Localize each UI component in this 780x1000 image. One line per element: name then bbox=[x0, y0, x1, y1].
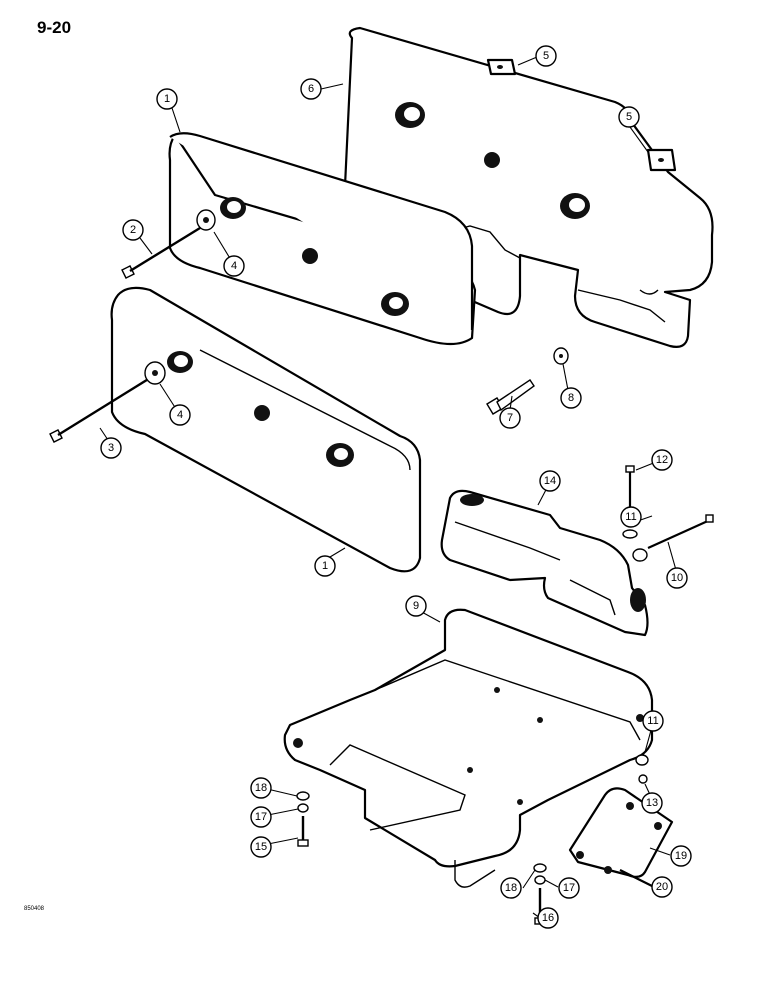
callout-12: 12 bbox=[651, 449, 673, 471]
hardware-parts-15-17-18-left bbox=[296, 791, 310, 847]
callout-5-right: 5 bbox=[618, 106, 640, 128]
svg-text:12: 12 bbox=[656, 454, 668, 466]
callout-4-upper: 4 bbox=[223, 255, 245, 277]
svg-text:17: 17 bbox=[255, 811, 267, 823]
svg-text:1: 1 bbox=[164, 93, 170, 105]
callout-1-lower: 1 bbox=[314, 555, 336, 577]
callout-18-left: 18 bbox=[250, 777, 272, 799]
figure-reference-code: 850408 bbox=[24, 906, 45, 912]
weight-part-1-upper bbox=[168, 132, 477, 346]
pad-part-5-top bbox=[486, 58, 517, 76]
pad-part-5-right bbox=[646, 148, 677, 172]
callout-10: 10 bbox=[666, 567, 688, 589]
callout-4-lower: 4 bbox=[169, 404, 191, 426]
svg-text:4: 4 bbox=[177, 409, 183, 421]
weight-part-1-lower bbox=[110, 286, 422, 573]
bolt-part-3 bbox=[49, 376, 151, 443]
callout-5-top: 5 bbox=[535, 45, 557, 67]
svg-text:3: 3 bbox=[108, 442, 114, 454]
callout-17-left: 17 bbox=[250, 806, 272, 828]
callout-16: 16 bbox=[537, 907, 559, 929]
washer-part-4-upper bbox=[196, 209, 216, 231]
svg-text:17: 17 bbox=[563, 882, 575, 894]
svg-text:13: 13 bbox=[646, 797, 658, 809]
washer-part-4-lower bbox=[144, 361, 166, 385]
svg-text:5: 5 bbox=[626, 111, 632, 123]
svg-text:11: 11 bbox=[625, 511, 636, 523]
svg-text:20: 20 bbox=[656, 881, 668, 893]
svg-text:11: 11 bbox=[647, 715, 658, 727]
svg-text:2: 2 bbox=[130, 224, 136, 236]
callout-11-upper: 11 bbox=[620, 506, 642, 528]
page-number: 9-20 bbox=[37, 18, 72, 37]
callout-7: 7 bbox=[499, 407, 521, 429]
callout-6: 6 bbox=[300, 78, 322, 100]
svg-text:19: 19 bbox=[675, 850, 687, 862]
washer-part-8 bbox=[553, 347, 569, 365]
svg-text:4: 4 bbox=[231, 260, 237, 272]
callout-11-lower: 11 bbox=[642, 710, 664, 732]
bolt-part-7 bbox=[486, 379, 535, 415]
svg-text:14: 14 bbox=[544, 475, 556, 487]
washers-part-11-upper bbox=[622, 529, 648, 562]
washer-part-11-lower bbox=[635, 754, 649, 766]
svg-text:16: 16 bbox=[542, 912, 554, 924]
bolt-part-2 bbox=[121, 226, 201, 279]
svg-text:5: 5 bbox=[543, 50, 549, 62]
bolt-part-10 bbox=[647, 514, 714, 550]
callout-15: 15 bbox=[250, 836, 272, 858]
svg-text:6: 6 bbox=[308, 83, 314, 95]
svg-text:7: 7 bbox=[507, 412, 513, 424]
callout-1-upper: 1 bbox=[156, 88, 178, 110]
callout-3: 3 bbox=[100, 437, 122, 459]
callout-18-bottom: 18 bbox=[500, 877, 522, 899]
callout-8: 8 bbox=[560, 387, 582, 409]
callout-9: 9 bbox=[405, 595, 427, 617]
svg-text:18: 18 bbox=[255, 782, 267, 794]
base-frame-part-9 bbox=[283, 608, 654, 888]
svg-text:9: 9 bbox=[413, 600, 419, 612]
callout-13: 13 bbox=[641, 792, 663, 814]
svg-text:1: 1 bbox=[322, 560, 328, 572]
callout-20: 20 bbox=[651, 876, 673, 898]
svg-text:8: 8 bbox=[568, 392, 574, 404]
callout-2: 2 bbox=[122, 219, 144, 241]
bracket-part-14 bbox=[440, 489, 649, 637]
svg-text:15: 15 bbox=[255, 841, 267, 853]
callout-14: 14 bbox=[539, 470, 561, 492]
svg-text:10: 10 bbox=[671, 572, 683, 584]
rear-weight-part-6 bbox=[343, 26, 714, 348]
callout-17-bottom: 17 bbox=[558, 877, 580, 899]
callout-19: 19 bbox=[670, 845, 692, 867]
svg-text:18: 18 bbox=[505, 882, 517, 894]
nut-part-13 bbox=[638, 774, 648, 784]
